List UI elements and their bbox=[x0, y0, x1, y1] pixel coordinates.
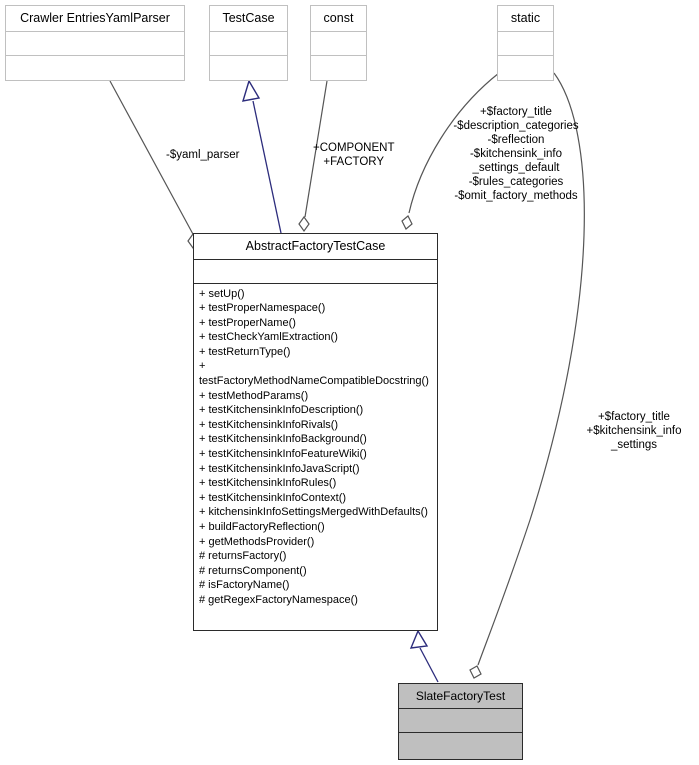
class-box-const[interactable]: const bbox=[310, 5, 367, 81]
class-operation: + kitchensinkInfoSettingsMergedWithDefau… bbox=[199, 506, 428, 519]
edge-label-static-roles-slate: +$factory_title +$kitchensink_info _sett… bbox=[586, 411, 682, 451]
class-title: Crawler EntriesYamlParser bbox=[6, 6, 184, 32]
class-operation: + buildFactoryReflection() bbox=[199, 521, 325, 533]
class-operation: + testReturnType() bbox=[199, 345, 291, 358]
class-title: static bbox=[498, 6, 553, 32]
class-operation: + testKitchensinkInfoRules() bbox=[199, 477, 337, 490]
class-attributes bbox=[399, 709, 522, 733]
class-operation: # isFactoryName() bbox=[199, 579, 290, 592]
edge-testcase-inheritance bbox=[241, 79, 282, 234]
class-attributes bbox=[311, 32, 366, 56]
class-attributes bbox=[210, 32, 287, 56]
class-operations bbox=[311, 56, 366, 81]
class-operation: # returnsFactory() bbox=[199, 550, 287, 563]
class-operation: + testKitchensinkInfoContext() bbox=[199, 491, 347, 504]
class-operation: + testKitchensinkInfoRivals() bbox=[199, 418, 339, 431]
class-attributes bbox=[194, 260, 437, 284]
class-operations bbox=[498, 56, 553, 81]
class-operation: + testKitchensinkInfoJavaScript() bbox=[199, 462, 360, 475]
class-title: SlateFactoryTest bbox=[399, 684, 522, 709]
class-operation: + testKitchensinkInfoBackground() bbox=[199, 433, 367, 446]
class-title: TestCase bbox=[210, 6, 287, 32]
edge-label-static-roles-abstract: +$factory_title -$description_categories… bbox=[453, 106, 579, 202]
class-attributes bbox=[6, 32, 184, 56]
class-box-slatefactorytest[interactable]: SlateFactoryTest bbox=[398, 683, 523, 760]
edge-label-const-roles: +COMPONENT +FACTORY bbox=[313, 142, 395, 168]
class-attributes bbox=[498, 32, 553, 56]
edge-yamlparser-to-abstract bbox=[109, 80, 199, 250]
class-operation: + testMethodParams() bbox=[199, 389, 309, 402]
class-operation: + testProperName() bbox=[199, 316, 296, 329]
class-operation: + testKitchensinkInfoDescription() bbox=[199, 404, 364, 417]
class-operation: + setUp() bbox=[199, 287, 245, 300]
class-operation: # returnsComponent() bbox=[199, 564, 307, 577]
class-operation: + testProperNamespace() bbox=[199, 302, 326, 315]
class-operations bbox=[210, 56, 287, 81]
class-operation: + getMethodsProvider() bbox=[199, 535, 315, 548]
class-operations: + setUp() + testProperNamespace()+ testPr… bbox=[194, 284, 437, 631]
class-box-static[interactable]: static bbox=[497, 5, 554, 81]
class-operation: # getRegexFactoryNamespace() bbox=[199, 593, 358, 606]
class-title: AbstractFactoryTestCase bbox=[194, 234, 437, 260]
class-operations bbox=[6, 56, 184, 81]
edge-label-yaml-parser: -$yaml_parser bbox=[166, 149, 240, 161]
class-operations bbox=[399, 733, 522, 759]
class-operation: + testCheckYamlExtraction() bbox=[199, 331, 338, 344]
class-box-testcase[interactable]: TestCase bbox=[209, 5, 288, 81]
class-box-crawler-entriesyamlparser[interactable]: Crawler EntriesYamlParser bbox=[5, 5, 185, 81]
class-operation: + testFactoryMethodNameCompatibleDocstri… bbox=[199, 360, 429, 388]
class-title: const bbox=[311, 6, 366, 32]
class-operation: + testKitchensinkInfoFeatureWiki() bbox=[199, 448, 367, 461]
class-box-abstractfactorytestcase[interactable]: AbstractFactoryTestCase + setUp() + testP… bbox=[193, 233, 438, 631]
edge-slate-inheritance bbox=[409, 629, 439, 683]
